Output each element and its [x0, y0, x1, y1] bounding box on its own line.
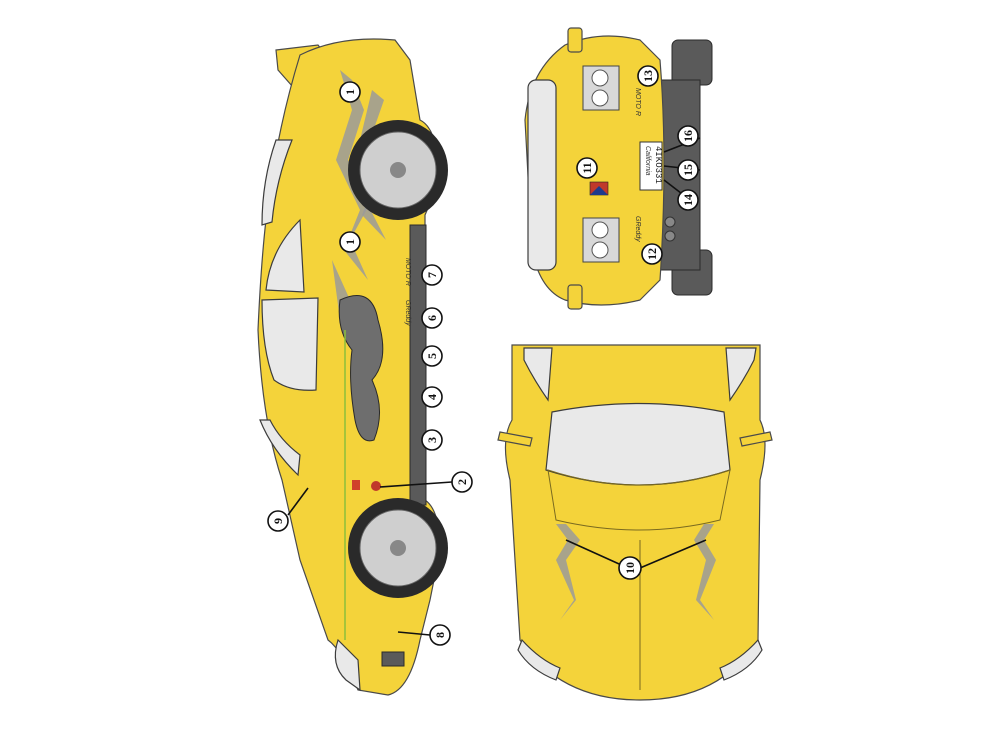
- top-body: [504, 344, 766, 701]
- hood-stripe-left: [556, 524, 580, 620]
- plate-number: 4IKO331: [653, 146, 663, 184]
- top-window-right: [725, 347, 757, 402]
- front-wheel: [348, 498, 448, 598]
- svg-text:13: 13: [641, 70, 655, 82]
- svg-text:1: 1: [343, 239, 357, 245]
- callout-11: 11: [576, 157, 598, 179]
- side-skirt: [409, 224, 427, 506]
- svg-text:1: 1: [343, 89, 357, 95]
- rear-side-window: [265, 218, 305, 293]
- svg-text:5: 5: [425, 353, 439, 359]
- svg-text:6: 6: [425, 315, 439, 321]
- svg-text:9: 9: [271, 518, 285, 524]
- top-view: [497, 344, 773, 701]
- callout-7: 7: [421, 264, 443, 286]
- rear-wheel: [348, 120, 448, 220]
- svg-text:8: 8: [433, 632, 447, 638]
- callout-12: 12: [641, 243, 663, 265]
- callout-2: 2: [451, 471, 473, 493]
- callout-6: 6: [421, 307, 443, 329]
- headlight-right: [719, 638, 763, 681]
- rear-quarter-window: [261, 139, 293, 226]
- callout-1a: 1: [339, 81, 361, 103]
- callout-15: 15: [677, 159, 699, 181]
- svg-text:12: 12: [645, 248, 659, 260]
- svg-text:10: 10: [623, 562, 637, 574]
- svg-text:16: 16: [681, 130, 695, 142]
- svg-text:2: 2: [455, 479, 469, 485]
- callout-16: 16: [677, 125, 699, 147]
- headlight-left: [517, 638, 561, 681]
- callout-3: 3: [421, 429, 443, 451]
- callout-8: 8: [429, 624, 451, 646]
- side-decal-greddy: GReddy: [404, 300, 411, 326]
- callout-10: 10: [618, 556, 642, 580]
- rear-decal-greddy: GReddy: [634, 216, 641, 242]
- callout-4: 4: [421, 386, 443, 408]
- rear-tyre-right-top: [671, 39, 713, 86]
- front-side-window: [261, 297, 319, 391]
- rear-decal-moto-r: MOTO R: [634, 88, 641, 116]
- mirror-right: [739, 431, 773, 447]
- top-window-left: [523, 347, 553, 402]
- svg-text:14: 14: [681, 194, 695, 206]
- callout-13: 13: [637, 65, 659, 87]
- exhaust-tip: [664, 216, 676, 228]
- spoiler-end-bottom: [567, 284, 583, 310]
- dragon-graphic: [338, 295, 384, 442]
- callouts: 1 1 7 6 5 4 3 2 9 8 13 11 16 15 14 12 10: [267, 65, 699, 646]
- hood-crease: [547, 469, 731, 531]
- side-rear-lamp: [259, 419, 301, 477]
- fog-light: [381, 651, 405, 667]
- callout-9: 9: [267, 510, 289, 532]
- svg-text:11: 11: [580, 162, 594, 173]
- plate-state: California: [644, 146, 651, 176]
- license-plate: [639, 141, 663, 191]
- taillight-top: [582, 65, 620, 111]
- windshield: [545, 402, 731, 486]
- badge-marker: [371, 481, 381, 491]
- rear-windshield: [527, 79, 557, 271]
- front-bumper-light: [334, 638, 361, 692]
- callout-1b: 1: [339, 231, 361, 253]
- svg-text:3: 3: [425, 437, 439, 443]
- callout-14: 14: [677, 189, 699, 211]
- svg-text:7: 7: [425, 272, 439, 278]
- callout-5: 5: [421, 345, 443, 367]
- svg-text:15: 15: [681, 164, 695, 176]
- side-view: MOTO R GReddy: [257, 38, 448, 696]
- hood-stripe-right: [694, 524, 716, 620]
- side-decal-moto-r: MOTO R: [404, 258, 411, 286]
- mirror-left: [497, 431, 533, 447]
- exhaust-tip-2: [664, 230, 676, 242]
- spoiler-end-top: [567, 27, 583, 53]
- svg-text:4: 4: [425, 394, 439, 400]
- fuel-cap-marker: [352, 480, 360, 490]
- taillight-bottom: [582, 217, 620, 263]
- flag-decal-inner: [590, 186, 608, 195]
